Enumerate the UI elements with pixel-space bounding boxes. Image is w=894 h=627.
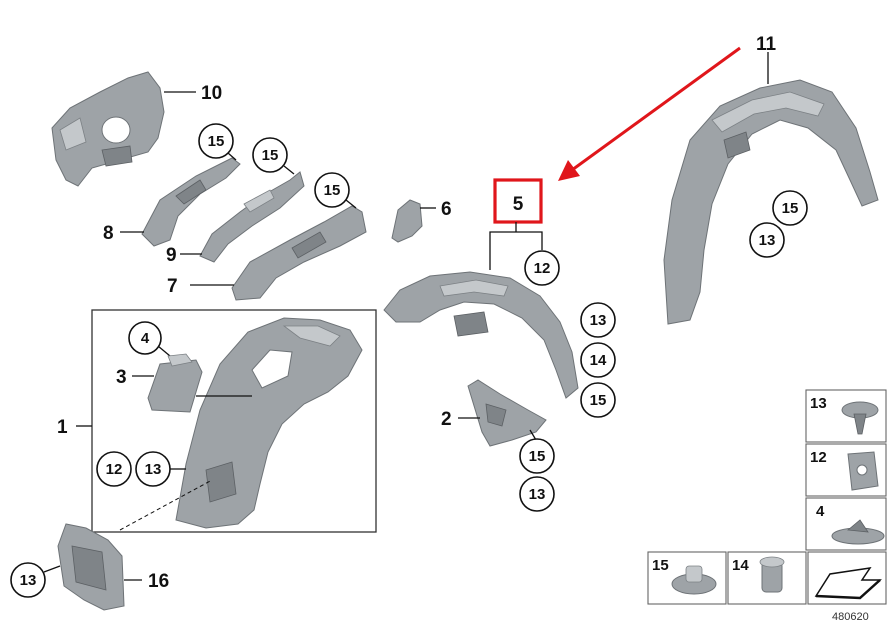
dashed-link-16 — [119, 479, 213, 531]
label-15-11: 15 — [782, 200, 799, 217]
label-1: 1 — [57, 417, 68, 438]
nut-15-icon — [671, 565, 717, 595]
part-1-shape — [175, 317, 363, 529]
label-13-16: 13 — [20, 572, 37, 589]
label-13-2: 13 — [529, 486, 546, 503]
callout-circle-13-5 — [580, 302, 616, 338]
label-15c: 15 — [324, 182, 341, 199]
callout-circle-12-5 — [524, 250, 560, 286]
label-4: 4 — [141, 330, 150, 347]
reference-number: 480620 — [832, 611, 869, 623]
label-13-5: 13 — [590, 312, 607, 329]
leader-4 — [157, 345, 171, 357]
label-2: 2 — [441, 409, 452, 430]
legend-label-15: 15 — [652, 557, 669, 574]
label-16: 16 — [148, 571, 169, 592]
assembly-frame-1 — [91, 309, 377, 533]
leader-13-16 — [43, 565, 61, 573]
callout-circle-15b — [252, 137, 288, 173]
callout-circle-15-11 — [772, 190, 808, 226]
part-10-shape — [51, 71, 165, 187]
part-3-shape — [147, 353, 203, 413]
label-12-5: 12 — [534, 260, 551, 277]
label-15-2: 15 — [529, 448, 546, 465]
leader-15c — [345, 199, 357, 209]
frame-arrow-icon — [814, 567, 882, 600]
highlight-box-5 — [493, 178, 543, 224]
part-7-shape — [231, 205, 367, 301]
callout-circle-14-5 — [580, 342, 616, 378]
callout-circle-15-2 — [519, 438, 555, 474]
callout-circle-15c — [314, 172, 350, 208]
part-5-shape — [383, 271, 579, 399]
label-15-5: 15 — [590, 392, 607, 409]
label-13-11: 13 — [759, 232, 776, 249]
callout-circle-15-5 — [580, 382, 616, 418]
part-9-shape — [199, 171, 305, 263]
label-13-1: 13 — [145, 461, 162, 478]
part-16-shape — [57, 523, 125, 611]
part-8-shape — [141, 157, 241, 247]
label-12-1: 12 — [106, 461, 123, 478]
clip-12-icon — [847, 451, 879, 491]
label-3: 3 — [116, 367, 127, 388]
label-7: 7 — [167, 276, 178, 297]
arrow-icon — [558, 46, 741, 181]
label-14-5: 14 — [590, 352, 607, 369]
callout-circle-13-11 — [749, 222, 785, 258]
label-5: 5 — [513, 194, 524, 215]
callout-circle-13-16 — [10, 562, 46, 598]
label-15a: 15 — [208, 133, 225, 150]
part-2-shape — [467, 379, 547, 447]
legend-label-13: 13 — [810, 395, 827, 412]
part-11-shape — [663, 79, 879, 325]
part-6-shape — [391, 199, 423, 243]
label-9: 9 — [166, 245, 177, 266]
expanding-nut-14-icon — [759, 556, 785, 593]
clip-13-icon — [841, 401, 879, 435]
callout-circle-15a — [198, 123, 234, 159]
callout-circle-13-2 — [519, 476, 555, 512]
leader-15a — [227, 152, 237, 161]
label-8: 8 — [103, 223, 114, 244]
callout-circle-12-1 — [96, 451, 132, 487]
label-15b: 15 — [262, 147, 279, 164]
legend-label-12: 12 — [810, 449, 827, 466]
legend-label-4: 4 — [816, 503, 825, 520]
leader-15b — [283, 165, 295, 175]
legend-label-14: 14 — [732, 557, 749, 574]
callout-circle-4 — [128, 321, 162, 355]
label-10: 10 — [201, 83, 222, 104]
label-11: 11 — [756, 34, 777, 55]
clip-4-icon — [831, 519, 885, 545]
label-6: 6 — [441, 199, 452, 220]
